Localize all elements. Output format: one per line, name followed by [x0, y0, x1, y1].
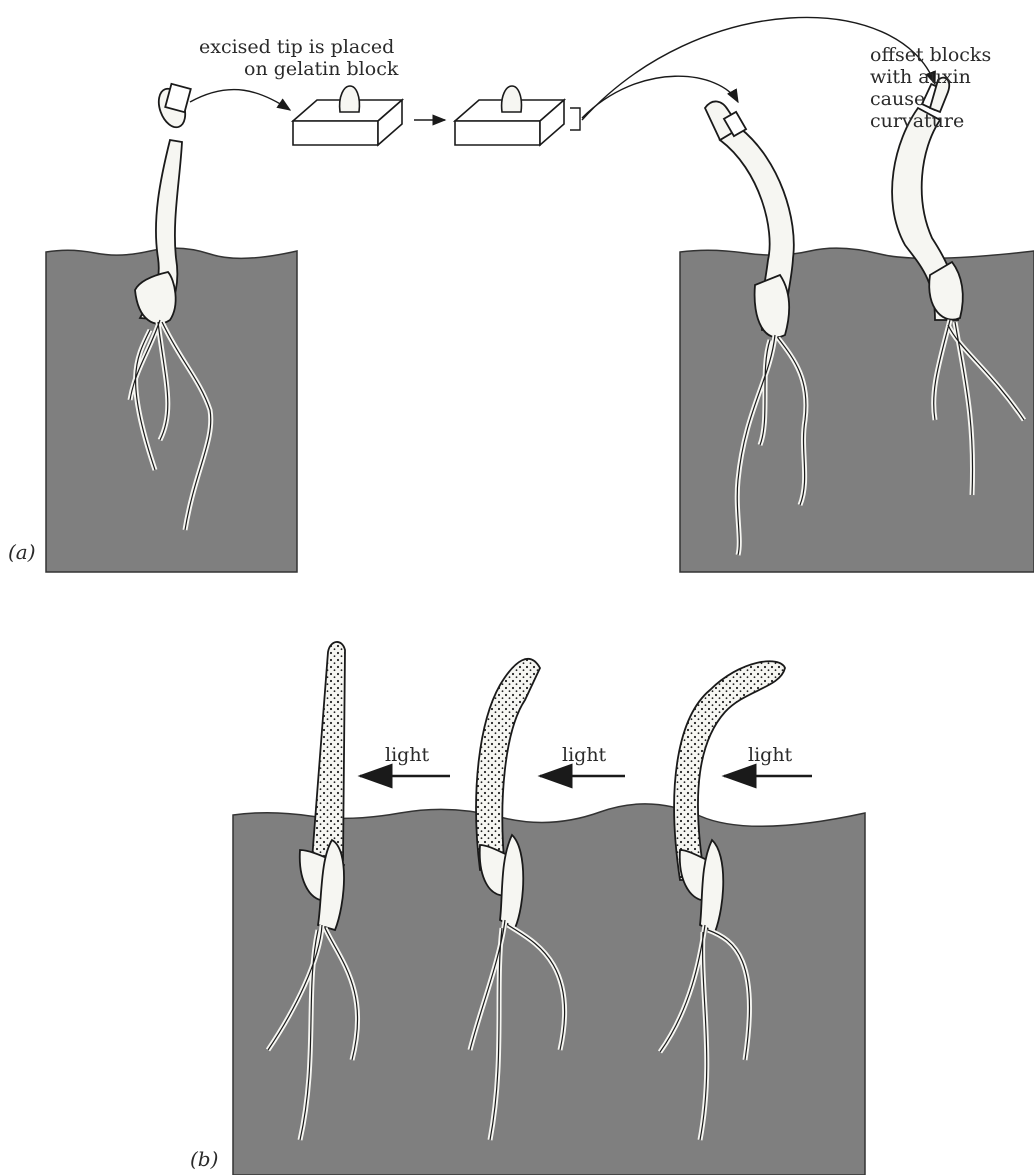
light-label-2: light [562, 744, 606, 766]
tip-caption-line2: on gelatin block [244, 58, 398, 80]
offset-caption-line3: cause [870, 88, 925, 110]
panel-b [233, 642, 865, 1175]
light-label-3: light [748, 744, 792, 766]
gelatin-block-with-tip [293, 86, 402, 145]
offset-caption-line1: offset blocks [870, 44, 991, 66]
soil-block-right [680, 248, 1034, 572]
panel-label-a: (a) [8, 540, 36, 564]
tip-caption-line1: excised tip is placed [199, 36, 394, 58]
gelatin-block-with-auxin [455, 86, 580, 145]
panel-label-b: (b) [190, 1147, 218, 1171]
arrow-tip-to-block [190, 90, 290, 110]
light-label-1: light [385, 744, 429, 766]
offset-caption-line4: curvature [870, 110, 964, 132]
offset-caption-line2: with auxin [870, 66, 971, 88]
